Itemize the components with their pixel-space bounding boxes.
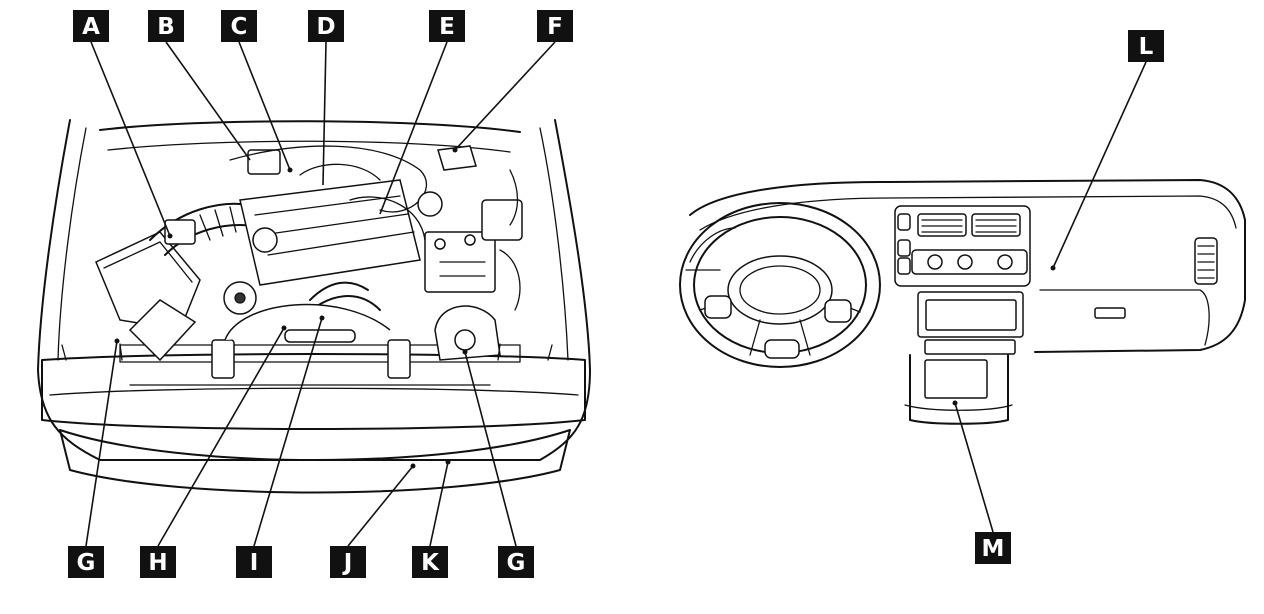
- callout-b: B: [148, 10, 184, 42]
- leader-dot-a: [167, 233, 173, 239]
- dashboard-illustration: [679, 179, 1246, 425]
- callout-j: J: [330, 546, 366, 578]
- leader-lines: [85, 41, 1147, 547]
- callout-g-left-label: G: [77, 550, 96, 576]
- leader-l: [1052, 61, 1147, 269]
- callout-l-label: L: [1139, 34, 1154, 60]
- callout-k-label: K: [421, 550, 440, 576]
- leader-dot-i: [319, 315, 325, 321]
- leader-k: [429, 461, 449, 547]
- callout-e-label: E: [439, 14, 455, 40]
- leader-dot-g-right: [462, 349, 468, 355]
- leader-g-left: [85, 340, 118, 547]
- leader-dot-f: [452, 147, 458, 153]
- callout-h: H: [140, 546, 176, 578]
- leader-b: [165, 41, 251, 161]
- callout-i-label: I: [250, 550, 259, 576]
- leader-dot-j: [410, 463, 416, 469]
- leader-dot-l: [1050, 265, 1056, 271]
- callout-g-left: G: [68, 546, 104, 578]
- callout-f-label: F: [547, 14, 563, 40]
- leader-m: [954, 402, 994, 533]
- leader-dot-k: [445, 459, 451, 465]
- leader-d: [322, 41, 327, 186]
- callout-d: D: [308, 10, 344, 42]
- callout-i: I: [236, 546, 272, 578]
- leader-a: [90, 41, 171, 237]
- callout-f: F: [537, 10, 573, 42]
- leader-g-right: [464, 351, 517, 547]
- leader-e: [379, 41, 448, 215]
- leader-j: [347, 465, 414, 547]
- callout-j-label: J: [342, 550, 353, 576]
- callout-a-label: A: [82, 14, 100, 40]
- leader-i: [253, 317, 323, 547]
- callout-d-label: D: [316, 14, 335, 40]
- leader-c: [238, 41, 291, 171]
- leader-dot-h: [281, 325, 287, 331]
- leader-dot-m: [952, 400, 958, 406]
- callout-k: K: [412, 546, 448, 578]
- callout-l: L: [1128, 30, 1164, 62]
- leader-f: [454, 41, 556, 151]
- callout-c-label: C: [231, 14, 248, 40]
- callout-g-right: G: [498, 546, 534, 578]
- leader-dot-c: [287, 167, 293, 173]
- engine-bay-illustration: [37, 119, 591, 494]
- leader-dot-g-left: [114, 338, 120, 344]
- callout-c: C: [221, 10, 257, 42]
- callout-m: M: [975, 532, 1011, 564]
- callout-m-label: M: [982, 536, 1005, 562]
- callout-b-label: B: [157, 14, 175, 40]
- leader-h: [157, 327, 285, 547]
- callout-h-label: H: [148, 550, 167, 576]
- callout-e: E: [429, 10, 465, 42]
- callout-g-right-label: G: [507, 550, 526, 576]
- callout-a: A: [73, 10, 109, 42]
